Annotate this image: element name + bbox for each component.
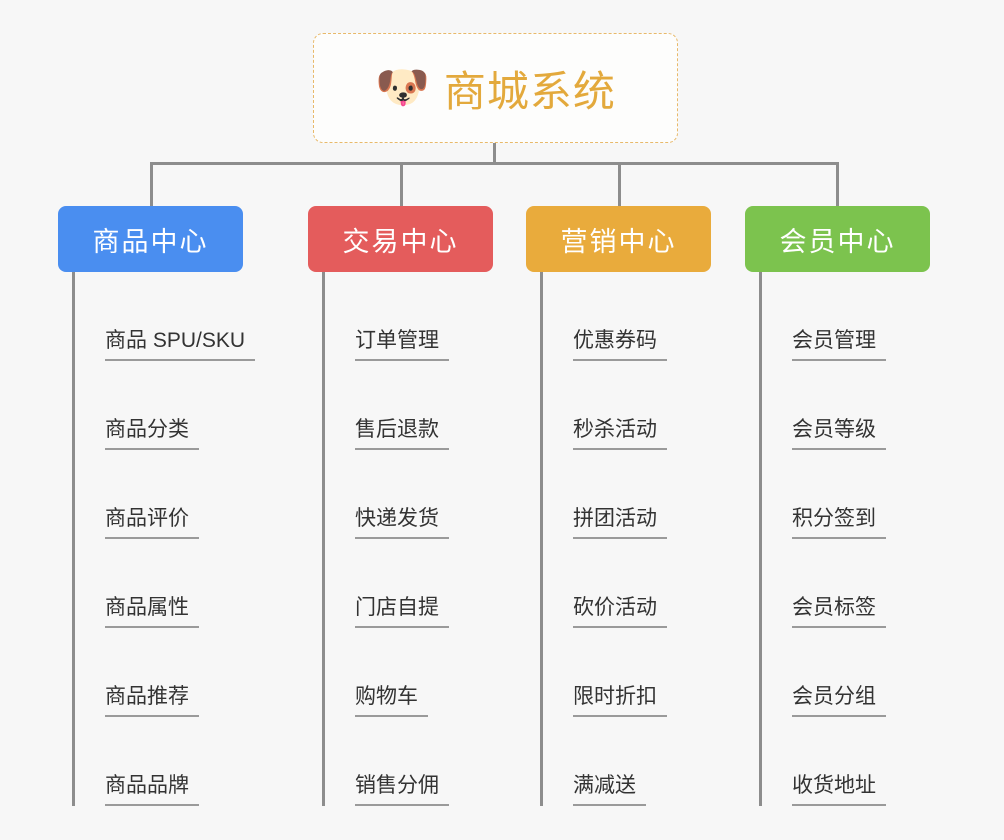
leaf-item-label: 满减送 [573,774,646,806]
leaf-item-label: 积分签到 [792,507,886,539]
branch-header-3[interactable]: 营销中心 [526,206,711,272]
leaf-item-label: 优惠券码 [573,329,667,361]
leaf-item-label: 商品属性 [105,596,199,628]
branch-leaf-list-2: 订单管理售后退款快递发货门店自提购物车销售分佣 [322,272,493,806]
connector-branch-stem-3 [618,162,621,207]
leaf-item[interactable]: 会员等级 [762,361,930,450]
branch-leaf-list-4: 会员管理会员等级积分签到会员标签会员分组收货地址 [759,272,930,806]
connector-branch-stem-2 [400,162,403,207]
leaf-item[interactable]: 门店自提 [325,539,493,628]
leaf-item-label: 拼团活动 [573,507,667,539]
leaf-item[interactable]: 售后退款 [325,361,493,450]
leaf-item[interactable]: 满减送 [543,717,711,806]
branch-column-1: 商品中心商品 SPU/SKU 商品分类商品评价商品属性商品推荐商品品牌 [58,206,256,806]
leaf-item-label: 秒杀活动 [573,418,667,450]
root-node[interactable]: 🐶 商城系统 [313,33,678,143]
leaf-item-label: 会员等级 [792,418,886,450]
branch-leaf-list-3: 优惠券码秒杀活动拼团活动砍价活动限时折扣满减送 [540,272,711,806]
leaf-item[interactable]: 商品评价 [75,450,243,539]
connector-branch-stem-1 [150,162,153,207]
branch-column-4: 会员中心会员管理会员等级积分签到会员标签会员分组收货地址 [745,206,930,806]
branch-leaf-list-1: 商品 SPU/SKU 商品分类商品评价商品属性商品推荐商品品牌 [72,272,256,806]
leaf-item[interactable]: 商品推荐 [75,628,243,717]
leaf-item[interactable]: 拼团活动 [543,450,711,539]
leaf-item-label: 商品分类 [105,418,199,450]
leaf-item-label: 会员标签 [792,596,886,628]
leaf-item[interactable]: 优惠券码 [543,272,711,361]
leaf-item[interactable]: 销售分佣 [325,717,493,806]
branch-header-1[interactable]: 商品中心 [58,206,243,272]
leaf-item-label: 商品评价 [105,507,199,539]
leaf-item-label: 门店自提 [355,596,449,628]
leaf-item[interactable]: 商品属性 [75,539,243,628]
leaf-item-label: 限时折扣 [573,685,667,717]
root-title: 商城系统 [443,67,616,115]
branch-column-2: 交易中心订单管理售后退款快递发货门店自提购物车销售分佣 [308,206,493,806]
leaf-item[interactable]: 限时折扣 [543,628,711,717]
leaf-item[interactable]: 商品 SPU/SKU [75,272,256,361]
leaf-item-label: 销售分佣 [355,774,449,806]
leaf-item[interactable]: 快递发货 [325,450,493,539]
leaf-item-label: 会员分组 [792,685,886,717]
branch-header-2[interactable]: 交易中心 [308,206,493,272]
leaf-item[interactable]: 会员分组 [762,628,930,717]
leaf-item-label: 收货地址 [792,774,886,806]
leaf-item[interactable]: 商品分类 [75,361,243,450]
leaf-item[interactable]: 积分签到 [762,450,930,539]
leaf-item-label: 售后退款 [355,418,449,450]
branch-column-3: 营销中心优惠券码秒杀活动拼团活动砍价活动限时折扣满减送 [526,206,711,806]
leaf-item[interactable]: 会员标签 [762,539,930,628]
leaf-item[interactable]: 砍价活动 [543,539,711,628]
leaf-item[interactable]: 商品品牌 [75,717,243,806]
leaf-item-label: 快递发货 [355,507,449,539]
leaf-item[interactable]: 订单管理 [325,272,493,361]
leaf-item-label: 商品推荐 [105,685,199,717]
leaf-item[interactable]: 秒杀活动 [543,361,711,450]
leaf-item[interactable]: 会员管理 [762,272,930,361]
branch-header-label: 交易中心 [342,226,459,257]
connector-root-stem [493,143,496,164]
connector-branch-stem-4 [836,162,839,207]
leaf-item-label: 购物车 [355,685,428,717]
shiba-dog-face-icon: 🐶 [375,63,430,112]
leaf-item-label: 会员管理 [792,329,886,361]
branch-header-label: 商品中心 [92,226,209,257]
branch-header-4[interactable]: 会员中心 [745,206,930,272]
leaf-item-label: 商品 SPU/SKU [105,329,256,361]
branch-header-label: 会员中心 [779,226,896,257]
leaf-item-label: 砍价活动 [573,596,667,628]
leaf-item-label: 商品品牌 [105,774,199,806]
connector-horizontal-bus [150,162,836,165]
leaf-item-label: 订单管理 [355,329,449,361]
leaf-item[interactable]: 购物车 [325,628,493,717]
branch-header-label: 营销中心 [560,226,677,257]
leaf-item[interactable]: 收货地址 [762,717,930,806]
